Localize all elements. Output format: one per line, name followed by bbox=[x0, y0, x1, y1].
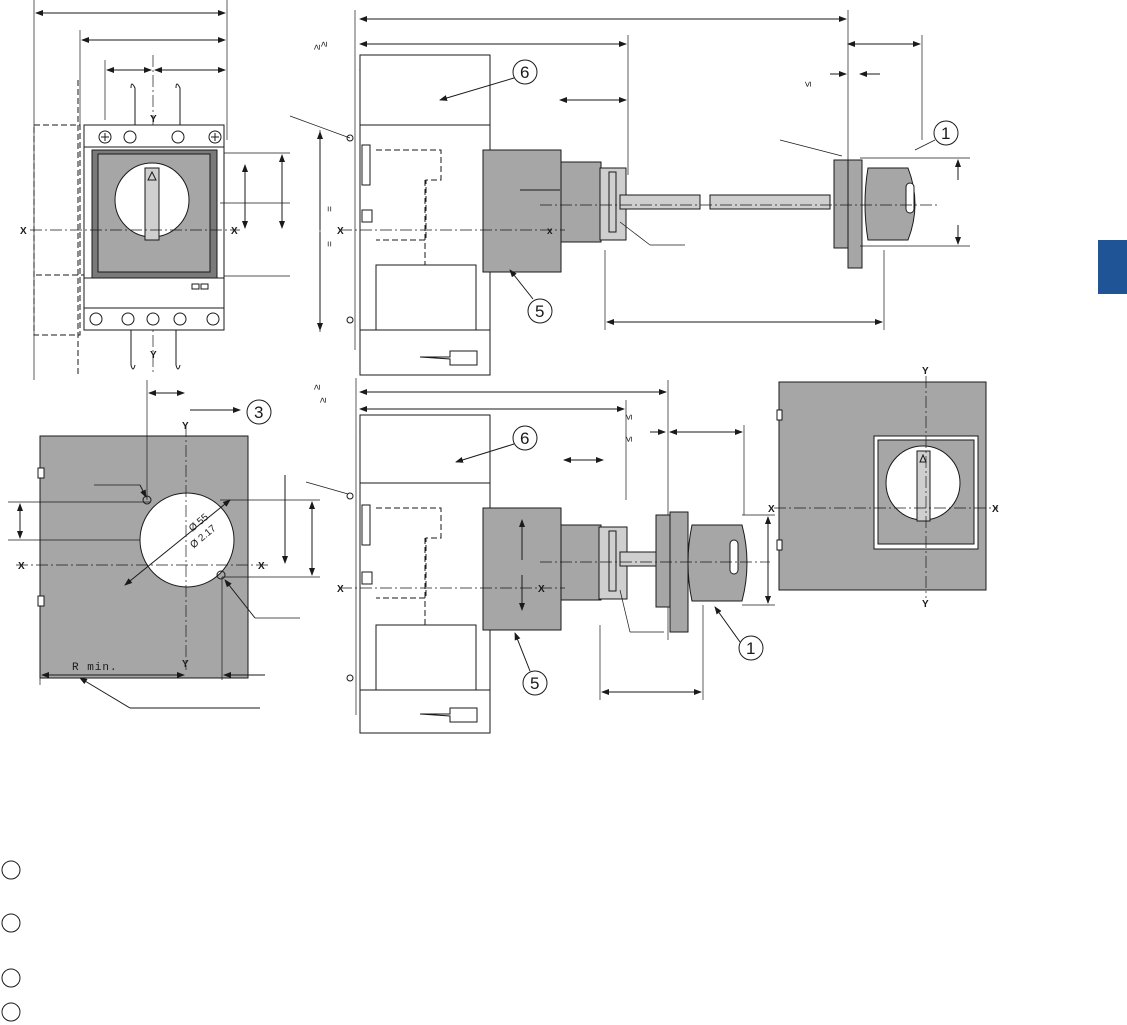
callout-6-top: 6 bbox=[520, 63, 529, 82]
legend-bullet-1 bbox=[1, 860, 21, 880]
geq-mark-1: ≥ bbox=[312, 44, 323, 50]
axis-x-label-right: X bbox=[231, 226, 238, 237]
callout-5-top: 5 bbox=[535, 302, 544, 321]
legend-bullets bbox=[1, 860, 21, 1022]
legend-bullet-2 bbox=[1, 913, 21, 933]
callout-1-top: 1 bbox=[941, 124, 950, 143]
side-view-short-shaft: ≥ ≥ ≤ ≤ X X bbox=[305, 378, 775, 734]
legend-bullet-4 bbox=[1, 1002, 21, 1022]
axis-x-label-left: X bbox=[20, 226, 27, 237]
leq-mark-1: ≤ bbox=[803, 81, 814, 87]
section-tab bbox=[1098, 240, 1127, 294]
callout-5-bottom: 5 bbox=[530, 674, 539, 693]
axis-y-label-bottom: Y bbox=[150, 350, 157, 361]
geq-mark-2: ≥ bbox=[319, 41, 330, 47]
callout-1-bottom: 1 bbox=[746, 639, 755, 658]
door-cutout-view: Ø 55 Ø 2.17 R min. Y Y X X 3 bbox=[8, 380, 320, 709]
side-view-extended-shaft: ≥ ≥ ≤ = = bbox=[289, 10, 970, 376]
leq-mark-2: ≤ bbox=[624, 414, 635, 420]
geq-mark-3: ≥ bbox=[312, 384, 323, 390]
axis-x-label-door-right: X bbox=[992, 504, 999, 515]
leq-mark-3: ≤ bbox=[624, 436, 635, 442]
axis-x-label-side-right: x bbox=[547, 226, 553, 237]
axis-y-label-door-top: Y bbox=[922, 366, 929, 377]
geq-mark-4: ≥ bbox=[318, 397, 329, 403]
legend-bullet-3 bbox=[1, 968, 21, 988]
equal-mark-2: = bbox=[323, 241, 334, 247]
axis-x-label-side-lower-right: X bbox=[538, 584, 545, 595]
axis-x-label-door-left: X bbox=[768, 504, 775, 515]
callout-3: 3 bbox=[254, 403, 263, 422]
equal-mark-1: = bbox=[323, 206, 334, 212]
axis-x-label-cutout-left: X bbox=[18, 561, 25, 572]
r-min-label: R min. bbox=[72, 662, 118, 674]
axis-y-label-door-bottom: Y bbox=[922, 599, 929, 610]
axis-y-label-top: Y bbox=[150, 114, 157, 125]
front-view-breaker: Y Y X X bbox=[20, 0, 290, 380]
door-front-view: Y Y X X bbox=[768, 366, 999, 610]
axis-x-label-side-lower: X bbox=[337, 584, 344, 595]
axis-y-label-cutout-top: Y bbox=[182, 421, 189, 432]
axis-x-label-cutout-right: X bbox=[258, 561, 265, 572]
axis-y-label-cutout-bottom: Y bbox=[182, 659, 189, 670]
callout-6-bottom: 6 bbox=[520, 429, 529, 448]
axis-x-label-side: X bbox=[337, 226, 344, 237]
